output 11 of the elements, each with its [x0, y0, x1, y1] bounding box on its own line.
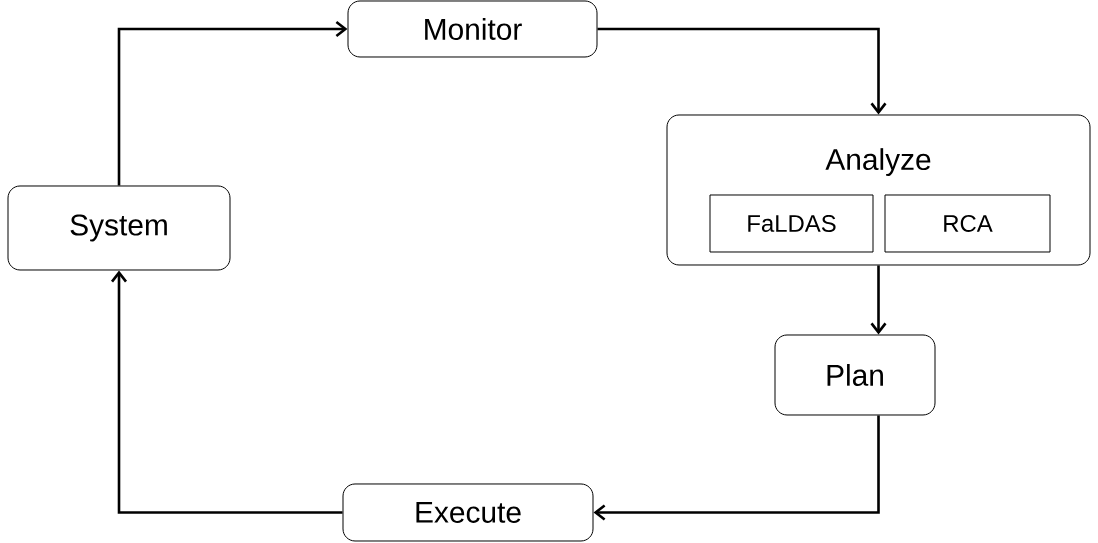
arrow	[117, 20, 348, 186]
component-box: RCA	[884, 194, 1051, 253]
process-box: Plan	[774, 334, 936, 416]
process-box: Monitor	[347, 0, 598, 58]
arrow	[593, 415, 880, 521]
arrow	[597, 27, 887, 115]
component-box: FaLDAS	[709, 194, 874, 253]
arrow	[870, 265, 887, 335]
process-box: Execute	[342, 483, 594, 542]
arrow	[111, 270, 343, 514]
process-box: System	[7, 185, 231, 271]
